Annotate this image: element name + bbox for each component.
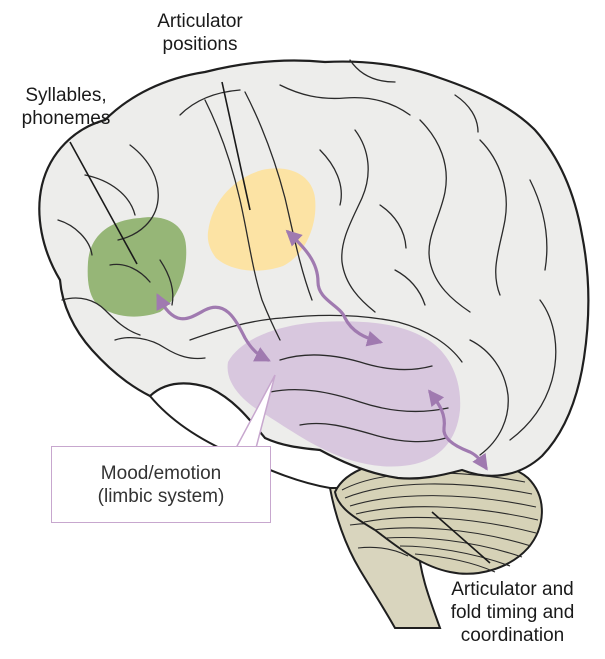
articulator-positions-label: Articulator positions: [140, 10, 260, 56]
syllables-phonemes-label: Syllables, phonemes: [4, 84, 128, 130]
articulator-timing-line-2: fold timing and: [420, 601, 605, 624]
mood-emotion-line-1: Mood/emotion: [52, 462, 270, 485]
mood-emotion-label-box: Mood/emotion (limbic system): [51, 446, 271, 523]
articulator-timing-label: Articulator and fold timing and coordina…: [420, 578, 605, 647]
limbic-region: [228, 321, 461, 466]
articulator-timing-line-1: Articulator and: [420, 578, 605, 601]
articulator-positions-line-1: Articulator: [140, 10, 260, 33]
articulator-timing-line-3: coordination: [420, 624, 605, 647]
articulator-positions-line-2: positions: [140, 33, 260, 56]
mood-emotion-line-2: (limbic system): [52, 485, 270, 508]
syllables-phonemes-line-1: Syllables,: [4, 84, 128, 107]
syllables-phonemes-line-2: phonemes: [4, 107, 128, 130]
